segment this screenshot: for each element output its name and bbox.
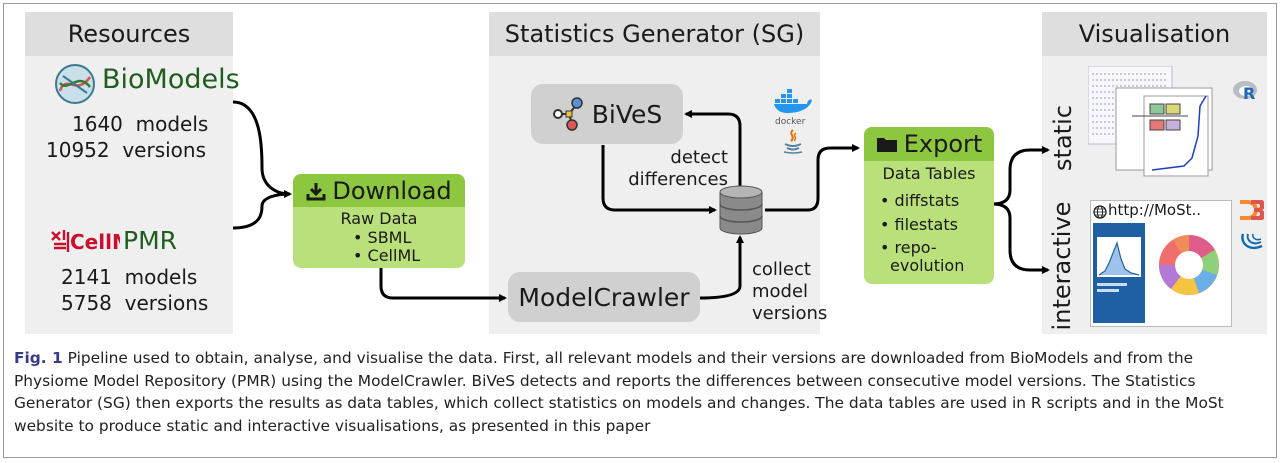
dashboard-preview [1093, 223, 1219, 323]
collect-label: collect model versions [752, 259, 828, 324]
svg-text:R: R [1243, 84, 1255, 102]
visualisation-title: Visualisation [1042, 12, 1267, 56]
biomodels-to-download-arrow [232, 100, 292, 198]
download-icon [306, 181, 326, 201]
resources-title: Resources [25, 12, 233, 56]
pmr-name: PMR [123, 226, 178, 255]
caption-text: Pipeline used to obtain, analyse, and vi… [14, 349, 1224, 435]
download-header: Download [293, 174, 465, 207]
d3-logo-icon [1238, 198, 1266, 224]
download-title: Download [332, 176, 452, 205]
url-bar: http://MoSt.. [1108, 201, 1202, 219]
pmr-models-count: 2141 models [61, 265, 198, 289]
download-item-cellml: • CellML [353, 246, 421, 265]
interactive-thumbnail: http://MoSt.. [1090, 200, 1232, 327]
folder-icon [876, 135, 898, 153]
static-plot-thumbnail [1087, 65, 1218, 180]
pmr-versions-count: 5758 versions [61, 291, 209, 315]
bives-box: BiVeS [531, 84, 683, 144]
bives-molecule-icon [552, 97, 584, 131]
modelcrawler-box: ModelCrawler [508, 272, 700, 322]
crawler-to-db-arrow [699, 235, 744, 300]
caption-label: Fig. 1 [14, 349, 63, 367]
globe-icon [1093, 204, 1107, 219]
export-to-static-arrow [992, 146, 1050, 206]
connector-arrows [232, 100, 1050, 302]
biomodels-versions-count: 10952 versions [46, 138, 207, 162]
bives-to-db-arrow [601, 145, 717, 214]
docker-icon: docker [773, 88, 813, 127]
jquery-logo-icon [1240, 230, 1264, 252]
static-label: static [1049, 105, 1077, 171]
interactive-label: interactive [1048, 201, 1076, 331]
export-item-repo-evolution: • repo-evolution [880, 238, 965, 275]
docker-text: docker [775, 117, 806, 126]
download-subtitle: Raw Data [340, 209, 418, 228]
figure-frame [3, 3, 1277, 458]
database-icon [716, 184, 766, 236]
export-item-filestats: • filestats [880, 215, 958, 234]
export-item-diffstats: • diffstats [880, 191, 960, 210]
download-item-sbml: • SBML [353, 228, 412, 247]
biomodels-name: BioModels [102, 64, 240, 95]
export-subtitle: Data Tables [882, 164, 976, 183]
pmr-to-download-arrow [232, 192, 291, 230]
java-icon [782, 128, 804, 154]
resources-panel [25, 12, 233, 334]
export-to-interactive-arrow [992, 202, 1050, 274]
download-to-crawler-arrow [379, 266, 507, 302]
biomodels-logo-icon [54, 63, 96, 105]
db-to-export-arrow [765, 144, 860, 212]
modelcrawler-label: ModelCrawler [518, 282, 690, 312]
figure-caption: Fig. 1 Pipeline used to obtain, analyse,… [14, 347, 1266, 437]
export-header: Export [864, 127, 994, 161]
db-to-bives-arrow [684, 110, 742, 186]
bives-label: BiVeS [591, 99, 663, 129]
sg-title: Statistics Generator (SG) [489, 12, 820, 56]
export-title: Export [903, 130, 983, 158]
r-logo-icon: R [1232, 78, 1260, 103]
detect-label: detect differences [628, 147, 728, 190]
biomodels-models-count: 1640 models [72, 112, 209, 136]
